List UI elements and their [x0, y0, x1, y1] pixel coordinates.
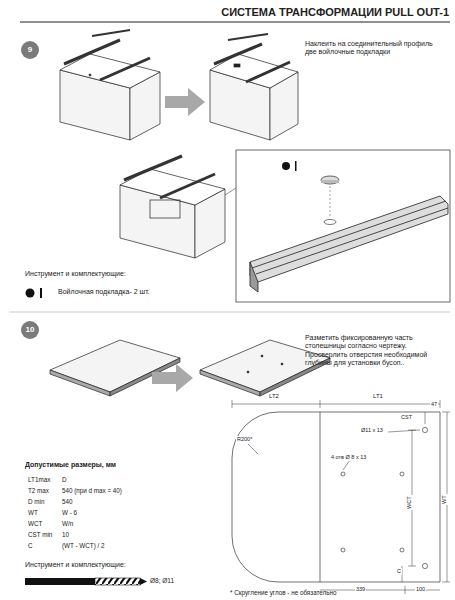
step-badge: 10	[21, 321, 39, 339]
dimension: LT2	[268, 393, 280, 400]
table-cell: W - 6	[62, 509, 77, 517]
cabinet-drawing	[60, 30, 160, 140]
step-badge: 9	[21, 41, 39, 59]
drill-bit	[25, 578, 147, 585]
table-cell: C	[28, 542, 33, 550]
step-arrow	[152, 364, 193, 392]
step-number: 9	[28, 46, 32, 54]
step-arrow	[165, 88, 205, 116]
dimension: 47	[430, 401, 438, 408]
table-cell: WT	[28, 509, 38, 517]
section-heading: Инструмент и комплектующие:	[25, 561, 126, 569]
detail-view	[225, 150, 450, 302]
step-number: 10	[26, 326, 35, 334]
dimension: CST	[400, 414, 413, 421]
dimension: R200*	[236, 436, 253, 443]
header-rule	[20, 22, 450, 23]
table-cell: (WT - WCT) / 2	[62, 542, 105, 550]
table-cell: D min	[28, 498, 44, 506]
instruction-text: Наклеить на соединительный профиль две в…	[305, 40, 445, 57]
cabinet-drawing	[120, 156, 225, 258]
section-heading: Инструмент и комплектующие:	[25, 270, 126, 278]
instruction-text: Разметить фиксированную часть столешницы…	[305, 334, 450, 368]
dimension: C	[396, 568, 402, 575]
table-cell: LT1max	[28, 476, 50, 484]
dimension: WCT	[406, 495, 413, 510]
table-cell: CST min	[28, 531, 52, 539]
table-cell: WCT	[28, 520, 42, 528]
dimension: 339	[355, 586, 366, 593]
part-name: Войлочная подкладка- 2 шт.	[58, 288, 150, 296]
note: * Скругление углов - не обязательно	[230, 589, 337, 597]
dimension: 4 отв Ø 8 x 13	[330, 454, 367, 461]
table-cell: T2 max	[28, 487, 49, 495]
table-cell: W/n	[62, 520, 73, 528]
tabletop-drawing	[50, 340, 180, 396]
cabinet-drawing	[210, 34, 298, 140]
dimension: WT	[441, 494, 448, 505]
table-cell: 10	[62, 531, 69, 539]
dimension: 100	[415, 586, 426, 593]
table-heading: Допустимые размеры, мм	[25, 461, 116, 469]
table-cell: D	[62, 476, 67, 484]
table-cell: 540 (при d max = 40)	[62, 487, 122, 495]
dimension: LT1	[372, 393, 384, 400]
drill-size: Ø8; Ø11	[150, 577, 174, 585]
table-cell: 540	[62, 498, 73, 506]
page-title: СИСТЕМА ТРАНСФОРМАЦИИ PULL OUT-1	[221, 6, 449, 19]
dimension: Ø11 x 13	[360, 427, 384, 434]
section-divider	[10, 312, 450, 313]
felt-pad-symbol	[26, 288, 43, 298]
plan-drawing	[232, 400, 450, 594]
